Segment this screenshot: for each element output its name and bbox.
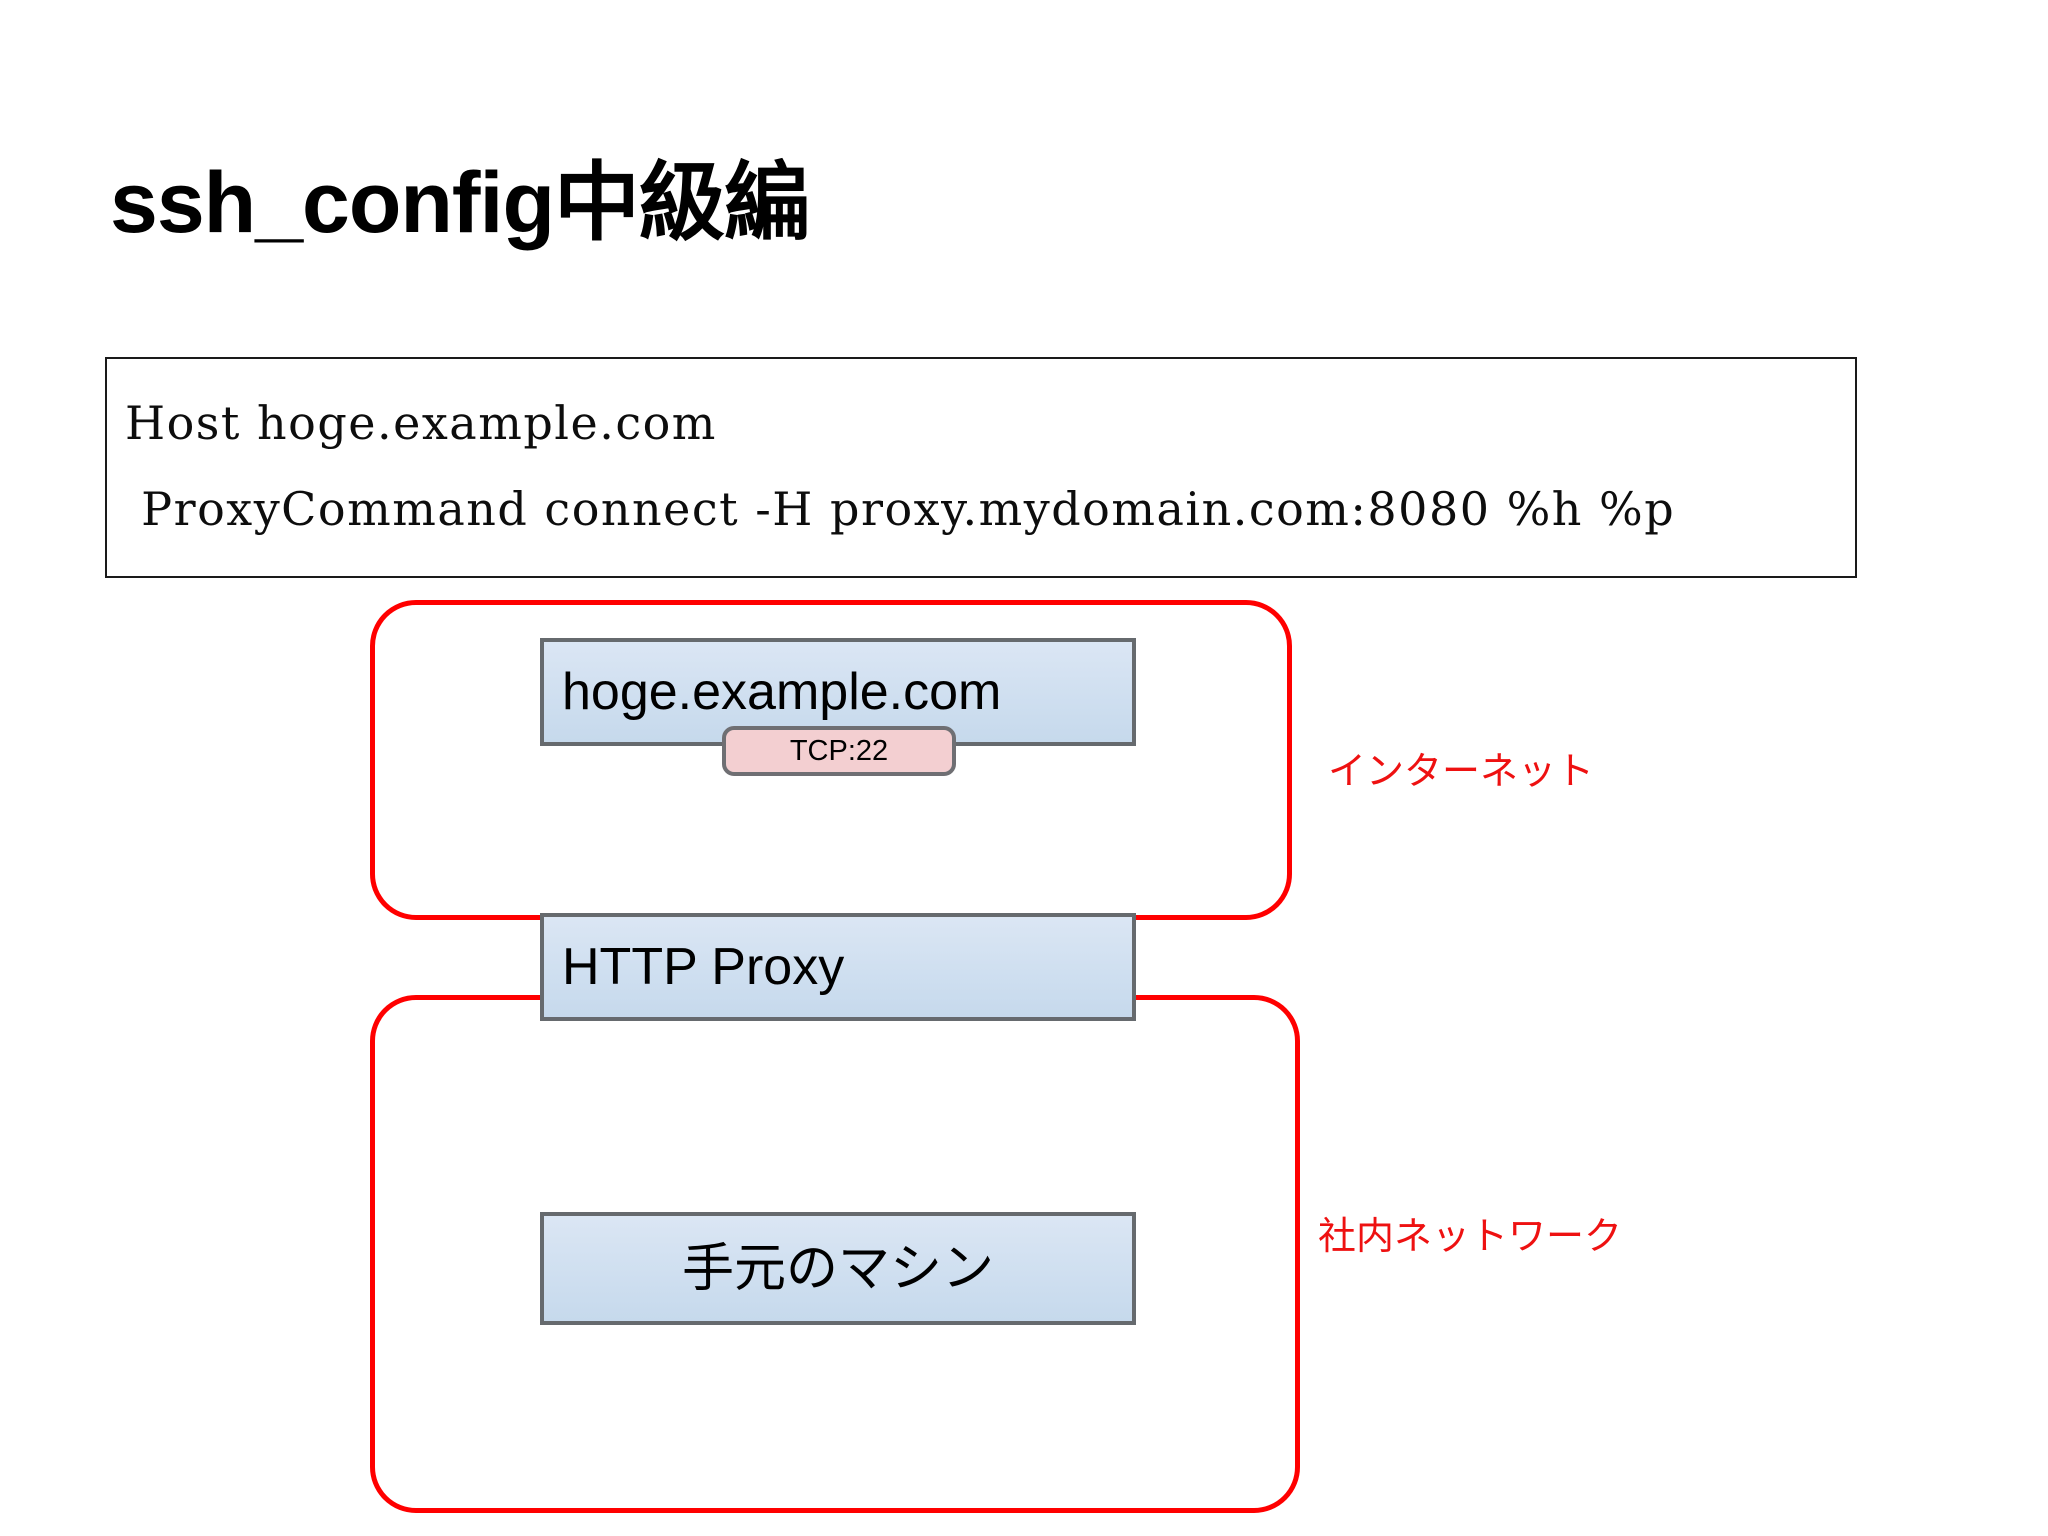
ssh-config-code-box: Host hoge.example.com ProxyCommand conne… (105, 357, 1857, 578)
node-http-proxy-label: HTTP Proxy (562, 938, 845, 996)
config-line-host: Host hoge.example.com (125, 396, 717, 450)
node-local-machine-label: 手元のマシン (681, 1239, 994, 1298)
node-hoge-example-com-label: hoge.example.com (562, 663, 1002, 721)
zone-label-intranet: 社内ネットワーク (1318, 1216, 1623, 1258)
node-local-machine: 手元のマシン (540, 1212, 1136, 1325)
page-title: ssh_config中級編 (110, 155, 810, 251)
node-http-proxy: HTTP Proxy (540, 913, 1136, 1021)
zone-label-internet: インターネット (1328, 751, 1595, 793)
badge-tcp-22-label: TCP:22 (789, 734, 889, 767)
config-line-proxycommand: ProxyCommand connect -H proxy.mydomain.c… (125, 482, 1676, 536)
badge-tcp-22: TCP:22 (722, 726, 956, 776)
